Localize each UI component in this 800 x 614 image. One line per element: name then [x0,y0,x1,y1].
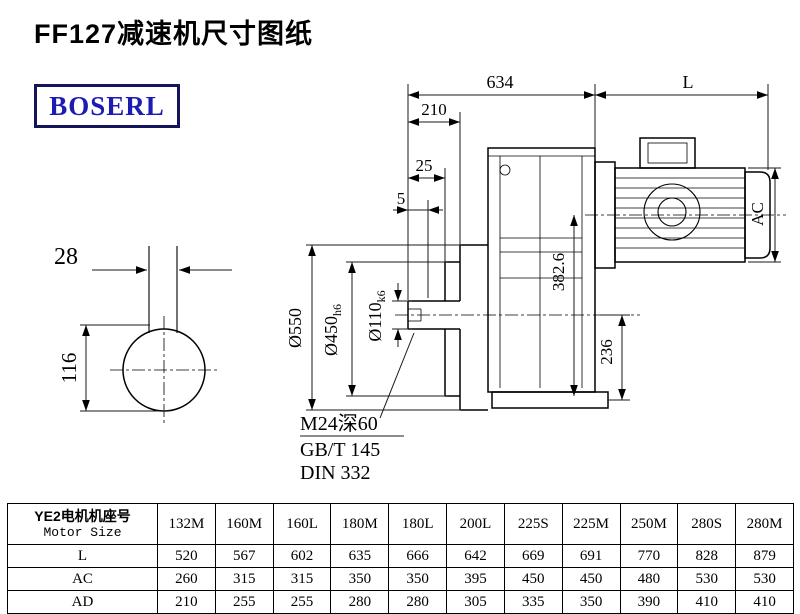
dim-25-label: 25 [416,156,433,175]
table-cell: 691 [561,544,621,568]
bolt-hole [499,164,511,176]
dia-450-label: Ø450h6 [321,304,344,356]
column-header: 280S [677,503,737,545]
table-cell: 567 [214,544,274,568]
table-cell: 410 [735,590,794,614]
table-cell: 255 [214,590,274,614]
motor-end-circle-outer [643,183,701,241]
dim-L-label: L [683,72,694,92]
table-row-AC: AC 260 315 315 350 350 395 450 450 480 5… [7,567,794,591]
table-header-en: Motor Size [43,525,122,540]
dim-28-label: 28 [54,244,78,270]
column-header: 200L [446,503,505,545]
column-header: 160M [214,503,274,545]
table-cell: 315 [272,567,332,591]
note-din-label: DIN 332 [300,462,371,484]
dim-210-label: 210 [421,100,447,119]
table-cell: 390 [619,590,679,614]
table-row-L: L 520 567 602 635 666 642 669 691 770 82… [7,544,794,568]
note-gb-label: GB/T 145 [300,439,380,461]
dim-634-label: 634 [487,72,514,92]
motor-outline [594,137,771,269]
column-header: 280M [735,503,794,545]
dimension-lines [300,84,781,437]
table-cell: 669 [503,544,563,568]
brand-logo: BOSERL [34,84,180,128]
table-cell: 280 [330,590,390,614]
table-header-cn: YE2电机机座号 [34,508,131,524]
table-area: YE2电机机座号 Motor Size 132M 160M 160L 180M … [7,503,794,614]
table-cell: 666 [388,544,448,568]
table-cell: 255 [272,590,332,614]
table-cell: 315 [214,567,274,591]
table-header-motor-size: YE2电机机座号 Motor Size [7,503,158,545]
table-cell: 450 [503,567,563,591]
table-cell: 642 [446,544,505,568]
table-cell: 350 [561,590,621,614]
page-title: FF127减速机尺寸图纸 [34,19,314,49]
motor-end-circle-inner [657,197,687,227]
table-cell: 305 [446,590,505,614]
table-cell: 350 [388,567,448,591]
dim-AC-label: AC [748,202,767,226]
table-cell: 335 [503,590,563,614]
column-header: 180L [388,503,448,545]
table-cell: 879 [735,544,794,568]
row-label: AC [7,567,158,591]
dim-116-label: 116 [57,353,81,384]
table-header-row: YE2电机机座号 Motor Size 132M 160M 160L 180M … [7,503,794,545]
table-cell: 450 [561,567,621,591]
column-header: 225S [503,503,563,545]
table-cell: 530 [677,567,737,591]
dim-236-label: 236 [597,339,616,365]
column-header: 180M [330,503,390,545]
table-cell: 770 [619,544,679,568]
table-cell: 635 [330,544,390,568]
table-cell: 260 [157,567,216,591]
table-cell: 350 [330,567,390,591]
table-cell: 828 [677,544,737,568]
terminal-box [639,137,696,169]
table-cell: 530 [735,567,794,591]
motor-size-table: YE2电机机座号 Motor Size 132M 160M 160L 180M … [7,503,794,614]
dimension-drawing: 634 L 210 25 5 28 116 Ø550 Ø450h6 Ø110k6… [54,72,786,484]
gearbox-outline [407,147,609,411]
table-cell: 602 [272,544,332,568]
row-label: AD [7,590,158,614]
terminal-box-lid [647,142,688,164]
row-label: L [7,544,158,568]
dia-550-label: Ø550 [285,308,305,348]
table-cell: 280 [388,590,448,614]
table-row-AD: AD 210 255 255 280 280 305 335 350 390 4… [7,590,794,614]
column-header: 160L [272,503,332,545]
motor-fins [615,177,745,249]
column-header: 225M [561,503,621,545]
table-cell: 210 [157,590,216,614]
dim-5-label: 5 [397,189,406,208]
fan-cowl [744,171,771,259]
table-cell: 520 [157,544,216,568]
dia-110-label: Ø110k6 [365,290,388,341]
table-cell: 395 [446,567,505,591]
table-cell: 480 [619,567,679,591]
note-tap-label: M24深60 [300,412,378,435]
column-header: 250M [619,503,679,545]
dim-382-label: 382.6 [549,253,568,291]
column-header: 132M [157,503,216,545]
shaft-end-view [80,246,232,424]
table-cell: 410 [677,590,737,614]
